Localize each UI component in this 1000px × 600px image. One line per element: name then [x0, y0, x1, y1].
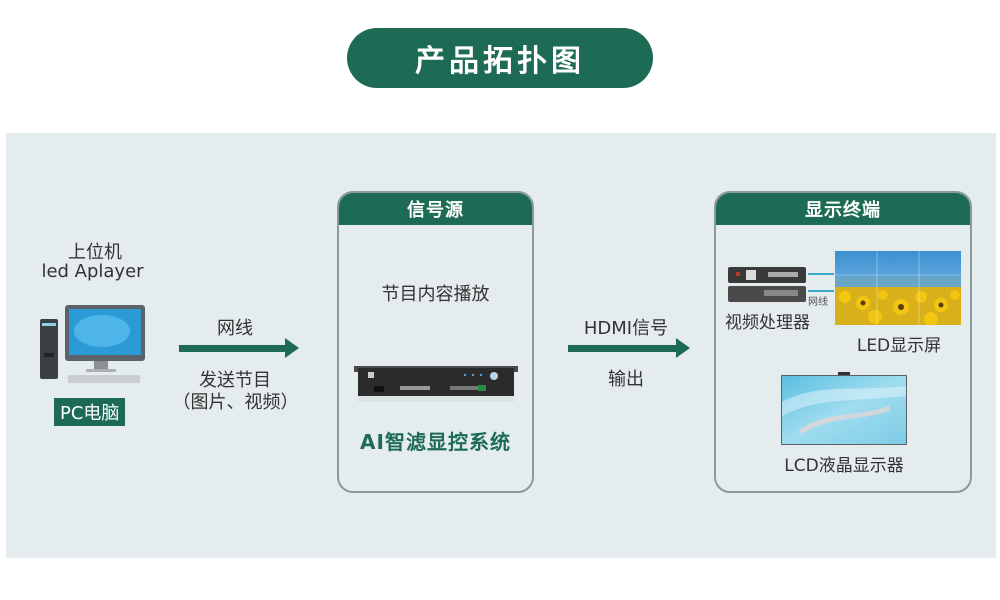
product-name: AI智滤显控系统 — [360, 430, 511, 454]
arrow-right-icon — [568, 338, 690, 358]
pc-label: PC电脑 — [54, 398, 126, 426]
page-title: 产品拓扑图 — [347, 28, 653, 88]
cable-label: 网线 — [808, 297, 828, 308]
lcd-monitor-image — [780, 372, 908, 448]
cable-arrow — [808, 290, 834, 292]
pc-computer-icon — [40, 305, 150, 385]
video-processor-label: 视频处理器 — [725, 313, 810, 333]
video-processor-icon — [728, 265, 808, 305]
signal-source-box: 信号源 — [337, 191, 534, 493]
led-screen-image — [835, 251, 961, 326]
output-label: 输出 — [608, 369, 644, 390]
send-program-label: 发送节目 — [199, 370, 271, 391]
signal-source-header: 信号源 — [339, 193, 532, 225]
display-terminal-header: 显示终端 — [716, 193, 970, 225]
host-label: 上位机 — [68, 242, 122, 263]
lcd-monitor-label: LCD液晶显示器 — [784, 456, 904, 476]
hdmi-signal-label: HDMI信号 — [583, 318, 669, 339]
led-screen-label: LED显示屏 — [856, 336, 942, 356]
media-types-label: （图片、视频） — [172, 392, 299, 413]
controller-device-icon — [354, 362, 518, 404]
arrow-right-icon — [179, 338, 299, 358]
program-playback-label: 节目内容播放 — [381, 284, 490, 305]
network-cable-label: 网线 — [217, 318, 253, 339]
cable-arrow — [808, 273, 834, 275]
software-label: led Aplayer — [41, 261, 144, 282]
